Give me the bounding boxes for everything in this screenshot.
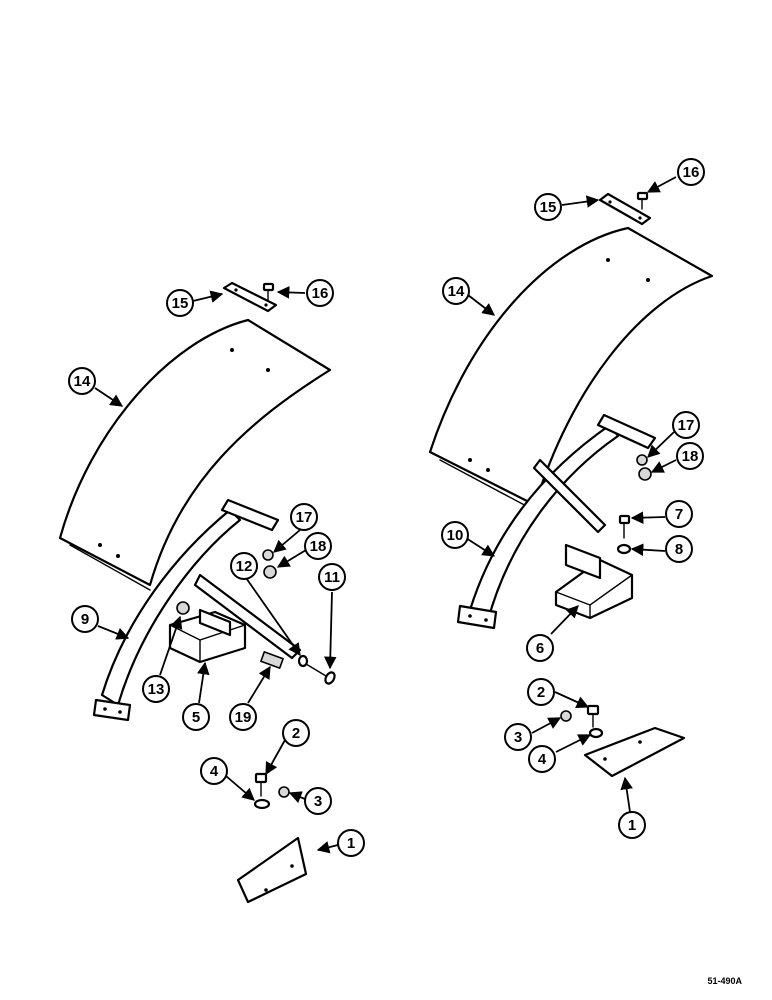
- svg-text:13: 13: [148, 681, 165, 698]
- callout-right-10: 10: [441, 521, 469, 549]
- svg-text:6: 6: [536, 640, 544, 657]
- right-clamp-strap: [598, 192, 652, 226]
- callout-left-17: 17: [290, 503, 318, 531]
- left-lower-bolt-2: [254, 772, 268, 797]
- svg-text:17: 17: [296, 509, 313, 526]
- left-top-bolt: [262, 282, 275, 301]
- callout-left-3: 3: [304, 787, 332, 815]
- callout-left-5: 5: [182, 703, 210, 731]
- svg-text:18: 18: [310, 538, 327, 555]
- svg-text:5: 5: [192, 709, 200, 726]
- left-spacer-13: [176, 601, 190, 615]
- right-assembly: [428, 191, 714, 778]
- left-fender-panel: [58, 318, 332, 587]
- callouts: 16 15 14 17 18 12 11 9 13 5 19 2 4 3 1 1…: [68, 158, 705, 857]
- callout-left-16: 16: [306, 279, 334, 307]
- svg-text:18: 18: [682, 448, 699, 465]
- callout-right-4: 4: [528, 745, 556, 773]
- callout-right-17: 17: [672, 411, 700, 439]
- callout-right-16: 16: [677, 158, 705, 186]
- right-nut-18: [638, 467, 652, 481]
- svg-text:4: 4: [538, 751, 547, 768]
- left-bolt-11: [305, 663, 336, 685]
- callout-left-11: 11: [318, 563, 346, 591]
- callout-right-14: 14: [442, 277, 470, 305]
- svg-text:10: 10: [447, 527, 464, 544]
- callout-left-19: 19: [229, 703, 257, 731]
- right-top-bolt: [636, 191, 649, 210]
- svg-text:1: 1: [628, 817, 636, 834]
- callout-right-2: 2: [527, 678, 555, 706]
- left-washer-4: [253, 798, 271, 810]
- svg-text:9: 9: [81, 611, 89, 628]
- svg-text:8: 8: [675, 541, 683, 558]
- left-block-19: [260, 651, 284, 669]
- callout-right-7: 7: [665, 500, 693, 528]
- svg-text:7: 7: [675, 506, 683, 523]
- right-fender-panel: [428, 226, 714, 507]
- right-washer-4: [588, 727, 604, 739]
- right-plate: [583, 726, 686, 778]
- callout-left-18: 18: [304, 532, 332, 560]
- left-plate: [236, 836, 308, 904]
- svg-text:15: 15: [172, 295, 189, 312]
- left-washer-12: [297, 654, 309, 668]
- right-bolt-7: [618, 514, 631, 539]
- callout-left-2: 2: [282, 719, 310, 747]
- callout-left-4: 4: [200, 757, 228, 785]
- callout-left-14: 14: [68, 367, 96, 395]
- callout-left-13: 13: [142, 675, 170, 703]
- right-arm-foot: [456, 604, 498, 630]
- svg-text:19: 19: [235, 709, 252, 726]
- callout-left-12: 12: [230, 552, 258, 580]
- callout-right-15: 15: [534, 193, 562, 221]
- right-nut-17: [636, 454, 648, 466]
- svg-text:2: 2: [537, 684, 545, 701]
- callout-left-15: 15: [166, 289, 194, 317]
- callout-right-6: 6: [526, 634, 554, 662]
- svg-text:12: 12: [236, 558, 253, 575]
- callout-left-1: 1: [337, 829, 365, 857]
- left-arm-foot: [92, 698, 132, 722]
- svg-text:14: 14: [448, 283, 465, 300]
- svg-text:3: 3: [514, 729, 522, 746]
- svg-text:15: 15: [540, 199, 557, 216]
- leader-lines: [94, 176, 677, 854]
- left-support-arm: [100, 508, 242, 707]
- drawing-code: 51-490A: [707, 976, 742, 986]
- svg-text:17: 17: [678, 417, 695, 434]
- callout-right-8: 8: [665, 535, 693, 563]
- svg-text:14: 14: [74, 373, 91, 390]
- svg-text:11: 11: [324, 569, 340, 586]
- svg-text:1: 1: [347, 835, 355, 852]
- svg-text:4: 4: [210, 763, 219, 780]
- right-lower-bolt-2: [586, 704, 600, 728]
- callout-right-3: 3: [504, 723, 532, 751]
- svg-text:16: 16: [683, 164, 700, 181]
- svg-text:16: 16: [312, 285, 329, 302]
- right-support-arm: [468, 423, 620, 622]
- left-arm-cross-bar: [220, 498, 280, 532]
- left-assembly: [58, 281, 336, 904]
- callout-left-9: 9: [71, 605, 99, 633]
- callout-right-18: 18: [676, 442, 704, 470]
- left-nut-18: [263, 565, 277, 579]
- callout-right-1: 1: [618, 811, 646, 839]
- right-washer-8: [616, 543, 632, 555]
- right-nut-3: [560, 710, 572, 722]
- left-nut-3: [278, 786, 290, 798]
- svg-text:2: 2: [292, 725, 300, 742]
- svg-text:3: 3: [314, 793, 322, 810]
- left-nut-17: [262, 549, 274, 561]
